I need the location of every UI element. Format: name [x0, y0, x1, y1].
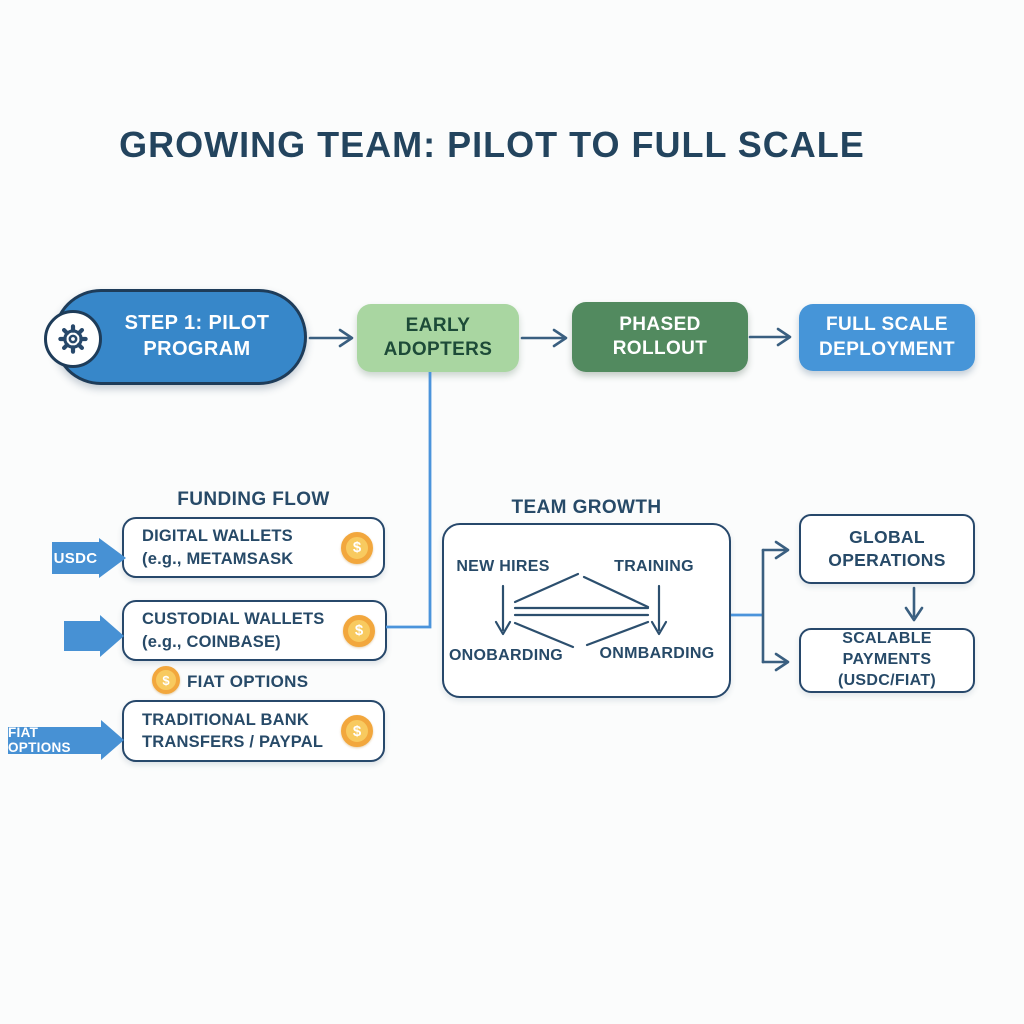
node-custodial-wallets: CUSTODIAL WALLETS (e.g., COINBASE) $: [122, 600, 387, 661]
full-line1: FULL SCALE: [826, 314, 948, 336]
arrow-head-icon: [99, 538, 126, 578]
arrow-head-icon: [100, 615, 124, 657]
coin-dollar-glyph: $: [352, 722, 362, 740]
new-hires-label: NEW HIRES: [456, 558, 550, 575]
early-line1: EARLY: [405, 314, 471, 336]
digital-wallets-label: DIGITAL WALLETS (e.g., METAMSASK: [124, 525, 293, 570]
scalable-line1: SCALABLE PAYMENTS: [842, 630, 932, 669]
traditional-bank-line1: TRADITIONAL BANK: [142, 710, 309, 729]
coin-icon: $: [152, 666, 180, 694]
arrow-head-icon: [101, 720, 124, 760]
node-global-operations: GLOBAL OPERATIONS: [799, 514, 975, 584]
step1-line2: PROGRAM: [143, 338, 251, 360]
onobarding-label: ONOBARDING: [448, 647, 564, 664]
node-scalable-payments: SCALABLE PAYMENTS (USDC/FIAT): [799, 628, 975, 693]
custodial-wallets-label: CUSTODIAL WALLETS (e.g., COINBASE): [124, 608, 324, 653]
global-line1: GLOBAL: [849, 527, 925, 548]
gear-icon: [58, 324, 88, 354]
usdc-arrow: USDC: [52, 538, 126, 578]
fiat-options-label: FIAT OPTIONS: [187, 672, 309, 691]
team-growth-box: [442, 523, 731, 698]
page-title: GROWING TEAM: PILOT TO FULL SCALE: [119, 124, 865, 165]
usdc-arrow-label: USDC: [52, 542, 99, 574]
early-to-custodial-connector: [386, 372, 432, 629]
node-traditional-bank: TRADITIONAL BANK TRANSFERS / PAYPAL $: [122, 700, 385, 762]
global-operations-label: GLOBAL OPERATIONS: [828, 526, 945, 572]
custodial-wallets-line1: CUSTODIAL WALLETS: [142, 610, 325, 629]
phased-rollout-label: PHASED ROLLOUT: [613, 313, 708, 362]
full-line2: DEPLOYMENT: [819, 338, 955, 360]
gear-badge: [44, 310, 102, 368]
digital-wallets-line1: DIGITAL WALLETS: [142, 527, 293, 546]
global-line2: OPERATIONS: [828, 550, 946, 570]
step1-line1: STEP 1: PILOT: [124, 312, 270, 335]
node-early-adopters: EARLY ADOPTERS: [357, 304, 519, 372]
plain-arrow: [64, 615, 124, 657]
fiat-arrow-label: FIAT OPTIONS: [8, 725, 101, 755]
node-digital-wallets: DIGITAL WALLETS (e.g., METAMSASK $: [122, 517, 385, 578]
node-step1-pilot-program: STEP 1: PILOT PROGRAM: [53, 289, 307, 385]
coin-icon: $: [341, 531, 373, 564]
early-adopters-label: EARLY ADOPTERS: [384, 314, 493, 363]
digital-wallets-line2: (e.g., METAMSASK: [142, 549, 294, 568]
phased-line2: ROLLOUT: [612, 338, 708, 359]
team-growth-heading: TEAM GROWTH: [511, 497, 662, 518]
coin-dollar-glyph: $: [354, 622, 364, 639]
funding-flow-heading: FUNDING FLOW: [177, 489, 330, 510]
scalable-payments-label: SCALABLE PAYMENTS (USDC/FIAT): [801, 629, 973, 691]
step1-label: STEP 1: PILOT PROGRAM: [125, 311, 270, 362]
coin-icon: $: [343, 614, 375, 647]
phased-line1: PHASED: [619, 313, 701, 335]
onmbarding-label: ONMBARDING: [599, 645, 715, 662]
operations-bracket: [761, 540, 790, 672]
coin-dollar-glyph: $: [162, 672, 170, 688]
coin-dollar-glyph: $: [352, 539, 362, 556]
custodial-wallets-line2: (e.g., COINBASE): [142, 632, 281, 651]
node-full-scale-deployment: FULL SCALE DEPLOYMENT: [799, 304, 975, 371]
global-to-scalable-arrow: [904, 586, 924, 622]
node-phased-rollout: PHASED ROLLOUT: [572, 302, 748, 372]
full-scale-label: FULL SCALE DEPLOYMENT: [819, 313, 955, 362]
coin-icon: $: [341, 715, 373, 747]
traditional-bank-line2: TRANSFERS / PAYPAL: [142, 733, 324, 751]
traditional-bank-label: TRADITIONAL BANK TRANSFERS / PAYPAL: [124, 709, 323, 754]
plain-arrow-label: [64, 621, 100, 651]
training-label: TRAINING: [614, 558, 694, 575]
early-line2: ADOPTERS: [383, 339, 493, 360]
scalable-line2: (USDC/FIAT): [837, 671, 937, 689]
fiat-options-arrow: FIAT OPTIONS: [8, 720, 124, 760]
